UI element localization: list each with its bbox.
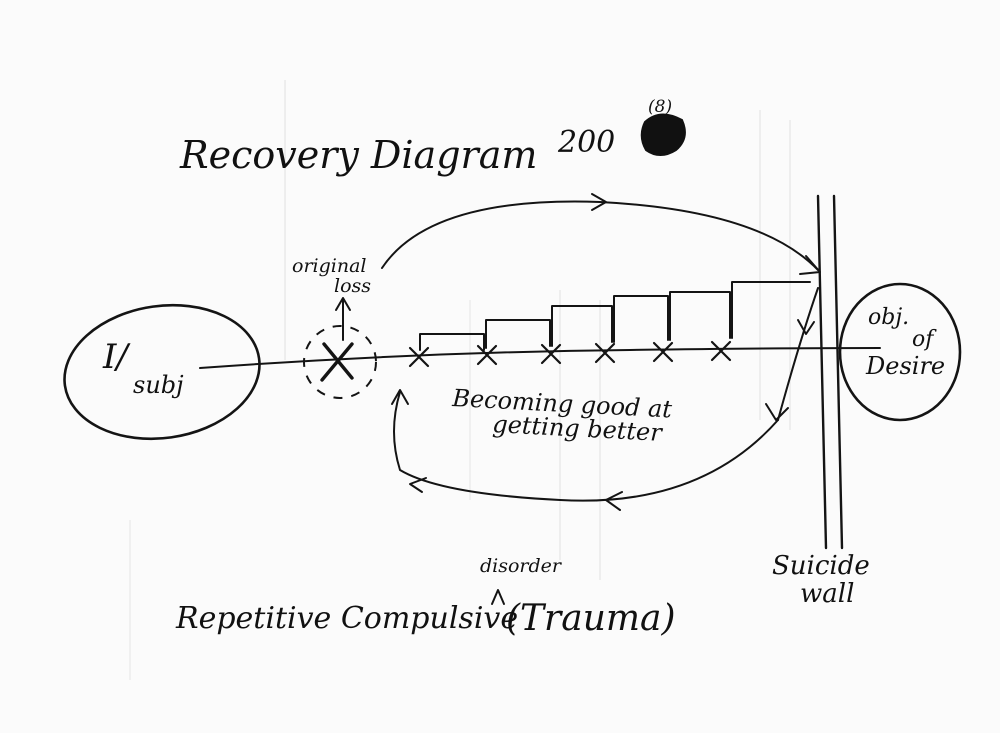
- object-of-desire-circle: [838, 282, 962, 422]
- original-loss-circle: [303, 325, 377, 399]
- wall-label-line2: wall: [800, 579, 854, 609]
- main-timeline: [199, 347, 881, 369]
- original-loss-line1: original: [292, 255, 366, 277]
- x-mark: [594, 342, 616, 364]
- x-mark: [652, 341, 674, 363]
- x-mark: [540, 343, 562, 365]
- upper-arc: [381, 200, 819, 271]
- subject-label-top: I/: [102, 337, 131, 377]
- insertion-caret: [491, 589, 505, 605]
- title-year: 200: [557, 125, 615, 160]
- object-label-line1: obj.: [868, 305, 909, 330]
- bottom-caption-paren: (Trauma): [506, 598, 676, 639]
- object-label-line3: Desire: [865, 352, 945, 380]
- lower-arrowhead-3: [391, 389, 409, 405]
- diagram-title: Recovery Diagram: [179, 133, 537, 177]
- wall-arrowhead: [799, 255, 821, 275]
- upper-arc-arrowhead: [591, 193, 607, 211]
- object-label-line2: of: [912, 327, 937, 352]
- x-mark: [408, 346, 430, 368]
- x-mark: [710, 340, 732, 362]
- wall-label-line1: Suicide: [772, 551, 870, 581]
- x-mark: [476, 344, 498, 366]
- lower-arrowhead-1: [605, 491, 623, 511]
- subject-label-bottom: subj: [133, 371, 184, 399]
- progress-x-marks: [408, 340, 732, 368]
- original-loss-up-arrow: [335, 297, 351, 341]
- lower-return-loop: [393, 391, 779, 502]
- year-superscript: (8): [648, 97, 672, 117]
- descending-arrowhead-1: [797, 319, 815, 335]
- original-loss-x-mark: [320, 342, 354, 382]
- scribble-mark: [640, 113, 686, 156]
- right-descending-curve: [777, 287, 819, 421]
- lower-arrowhead-2: [409, 477, 427, 493]
- progress-staircase: [419, 281, 811, 351]
- original-loss-line2: loss: [334, 275, 371, 297]
- bottom-caption-prefix: Repetitive Compulsive: [175, 601, 518, 636]
- bottom-caption-insert: disorder: [480, 555, 563, 577]
- descending-arrowhead-2: [765, 403, 789, 421]
- suicide-wall: [816, 194, 844, 550]
- subject-ellipse: [63, 303, 261, 441]
